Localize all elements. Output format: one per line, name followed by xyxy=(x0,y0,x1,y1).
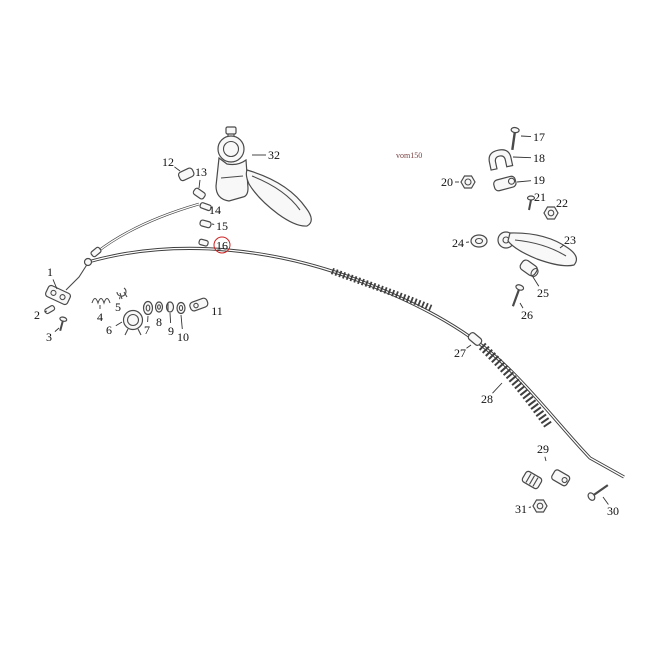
lever-blade-right xyxy=(507,232,578,267)
cable-spring-section xyxy=(478,342,552,428)
lever-assembly-left xyxy=(215,126,312,227)
small-parts-12-16 xyxy=(177,167,212,247)
lever-blade-left xyxy=(245,169,312,227)
main-cable xyxy=(65,246,625,479)
hardware-group-left xyxy=(44,284,209,336)
hardware-group-lower-right xyxy=(467,332,609,513)
leader-lines xyxy=(44,135,609,508)
upper-control-cable xyxy=(90,202,200,258)
armored-cable-section xyxy=(330,267,433,311)
watermark-text: vom150 xyxy=(396,151,423,160)
lever-assembly-right xyxy=(460,126,578,307)
